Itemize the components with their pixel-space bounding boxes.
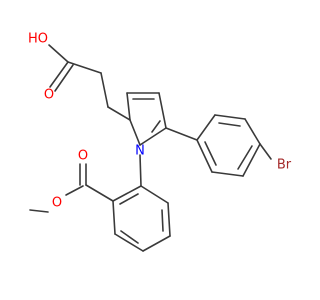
bond-pyrrole-n1-c5 <box>139 127 167 146</box>
atom-label-layer: HO O N Br O O <box>28 32 292 211</box>
bond-pyrrole-c5-c4 <box>158 92 167 129</box>
bond-bromophenyl-2 <box>214 114 246 120</box>
bond-acid-to-ch2 <box>67 61 102 74</box>
bond-bromophenyl-4 <box>242 143 261 177</box>
bond-pyrrole-to-bromophenyl <box>165 127 198 141</box>
bond-nitrogen-to-phenyl <box>139 154 142 187</box>
bond-bromophenyl-3 <box>244 118 261 145</box>
bond-ester-phenyl-inner-a <box>161 209 164 232</box>
bond-pyrrole-inner-b <box>151 120 161 133</box>
bromine-label: Br <box>277 158 292 173</box>
bond-bromophenyl-5 <box>211 171 244 177</box>
bond-bromophenyl-inner-a <box>218 122 241 127</box>
hydroxyl-label: HO <box>28 32 48 47</box>
bond-bromophenyl-6 <box>196 139 213 173</box>
bond-layer <box>29 44 272 252</box>
bond-phenyl-to-bromine <box>259 143 272 160</box>
bond-hydroxyl-carbon <box>48 44 69 63</box>
acid-carbonyl-oxygen-label: O <box>44 88 54 103</box>
bond-acid-carbonyl-b <box>54 64 74 92</box>
bond-ester-phenyl-1 <box>140 185 169 204</box>
bond-pyrrole-c3-c2 <box>126 92 131 121</box>
bond-ester-phenyl-inner-c <box>119 193 139 205</box>
bond-ring-to-ester-carbon <box>85 184 114 202</box>
bond-bromophenyl-inner-b <box>237 145 253 170</box>
chemical-structure-diagram: HO O N Br O O <box>28 32 292 252</box>
bond-bromophenyl-1 <box>196 114 216 141</box>
bond-ester-carbon-to-oxygen <box>65 185 84 196</box>
ester-carbonyl-oxygen-label: O <box>78 149 88 164</box>
bond-ester-phenyl-6 <box>112 185 142 202</box>
bond-ester-phenyl-inner-b <box>120 230 139 244</box>
bond-bromophenyl-inner-c <box>204 141 217 166</box>
bond-ester-phenyl-4 <box>114 233 144 252</box>
bond-ester-oxygen-to-methyl <box>29 209 49 213</box>
bond-ch2-to-pyrrole <box>107 106 131 121</box>
bond-ch2-to-ch2 <box>100 72 109 108</box>
bond-pyrrole-c2-n1 <box>129 119 141 146</box>
bond-acid-carbonyl-a <box>49 61 69 88</box>
bond-ester-phenyl-3 <box>142 235 171 252</box>
ester-oxygen-label: O <box>52 196 62 211</box>
bond-ester-phenyl-2 <box>167 202 171 237</box>
bond-ester-phenyl-5 <box>112 200 116 235</box>
ring-nitrogen-label: N <box>135 144 145 159</box>
